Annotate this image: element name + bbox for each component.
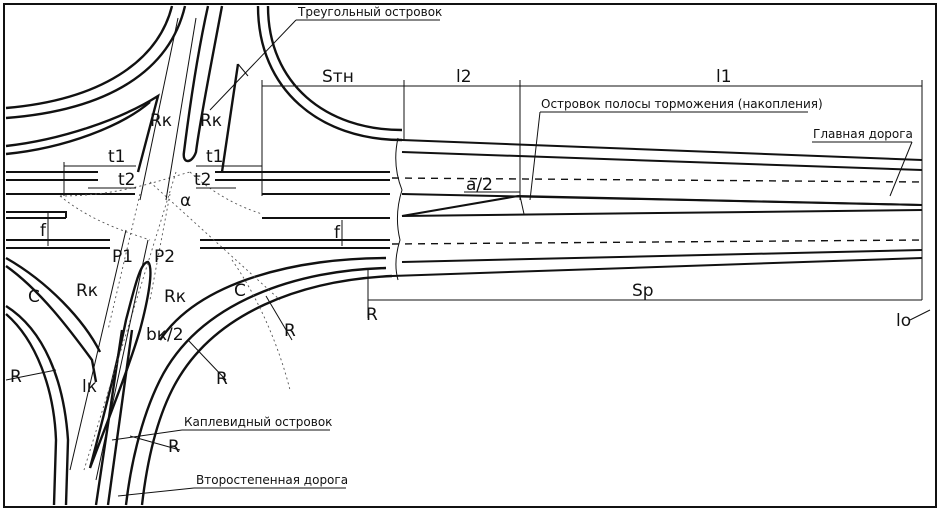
upper-left-curves (5, 5, 187, 173)
label-secondary-road: Второстепенная дорога (196, 473, 348, 487)
dimension-lines (47, 80, 931, 321)
dim-alpha: α (180, 191, 191, 211)
construction-lines (59, 17, 291, 481)
dim-t1-right: t1 (206, 147, 223, 167)
dim-f-left: f (40, 221, 47, 241)
dim-l1: l1 (716, 67, 732, 87)
upper-right-curve (256, 5, 403, 142)
dim-lo: lo (896, 311, 911, 331)
label-main-road: Главная дорога (813, 127, 913, 141)
dim-rk-1: Rк (150, 111, 172, 131)
leader-lines (111, 19, 913, 497)
dim-a-over-2: a/2 (466, 175, 493, 195)
triangular-island (182, 5, 249, 173)
dim-t2-left: t2 (118, 170, 135, 190)
dim-rk-4: Rк (164, 287, 186, 307)
dim-r-5: R (366, 305, 378, 325)
dim-sp: Sp (632, 281, 654, 301)
dim-r-4: R (10, 367, 22, 387)
radius-arrows (5, 282, 369, 451)
dim-r-2: R (216, 369, 228, 389)
main-road-edges (6, 171, 390, 249)
label-triangular-island: Треугольный островок (297, 5, 442, 19)
dim-rk-2: Rк (200, 111, 222, 131)
dim-t2-right: t2 (194, 170, 211, 190)
dim-bk-over-2: bк/2 (146, 325, 184, 345)
label-teardrop-island: Каплевидный островок (184, 415, 332, 429)
label-braking-lane-island: Островок полосы торможения (накопления) (541, 97, 823, 111)
dim-r-3: R (168, 437, 180, 457)
dim-f-right: f (334, 223, 341, 243)
dim-lk: lк (82, 377, 97, 397)
dim-l2: l2 (456, 67, 472, 87)
teardrop-island (88, 260, 152, 506)
main-road-right (391, 137, 923, 281)
dim-c-right: C (234, 281, 246, 301)
dim-c-left: C (28, 287, 40, 307)
dim-s-tn: Sтн (322, 67, 354, 87)
lower-right-curves (124, 256, 393, 506)
dim-rk-3: Rк (76, 281, 98, 301)
dim-t1-left: t1 (108, 147, 125, 167)
dim-p1: P1 (112, 247, 133, 267)
frame (3, 3, 937, 508)
dim-r-1: R (284, 321, 296, 341)
dim-p2: P2 (154, 247, 175, 267)
